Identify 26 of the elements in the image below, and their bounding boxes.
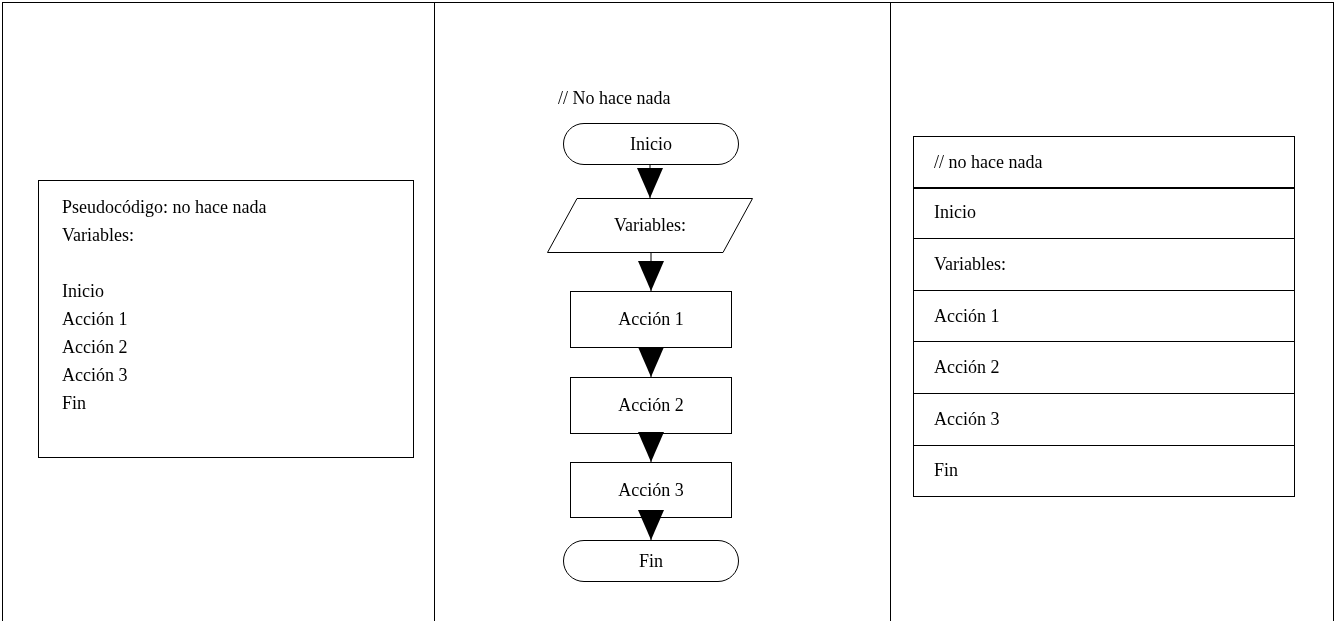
flowchart-comment: // No hace nada: [558, 88, 671, 109]
structure-row: // no hace nada: [913, 136, 1295, 189]
structure-row: Acción 2: [913, 341, 1295, 394]
pseudocode-title: Pseudocódigo: no hace nada: [62, 196, 267, 219]
structure-row: Variables:: [913, 238, 1295, 291]
pseudocode-line: Inicio: [62, 280, 104, 303]
structure-row: Fin: [913, 444, 1295, 498]
arrow: [638, 347, 664, 378]
pseudocode-box: [38, 180, 414, 458]
pseudocode-line: Acción 2: [62, 336, 128, 359]
arrow: [638, 432, 664, 463]
pseudocode-line: Fin: [62, 392, 86, 415]
structure-row: Acción 1: [913, 289, 1295, 343]
arrow: [637, 164, 663, 199]
process-box: Acción 2: [570, 377, 732, 434]
input-parallelogram: [547, 198, 753, 253]
structure-row: Inicio: [913, 186, 1295, 240]
process-box: Acción 1: [570, 291, 732, 348]
pseudocode-line: Acción 3: [62, 364, 128, 387]
structure-row: Acción 3: [913, 393, 1295, 446]
arrow: [638, 510, 664, 541]
pseudocode-line: Acción 1: [62, 308, 128, 331]
node-text: Variables:: [614, 215, 686, 236]
arrow: [638, 252, 664, 292]
process-box: Acción 3: [570, 462, 732, 518]
pseudocode-line: Variables:: [62, 224, 134, 247]
